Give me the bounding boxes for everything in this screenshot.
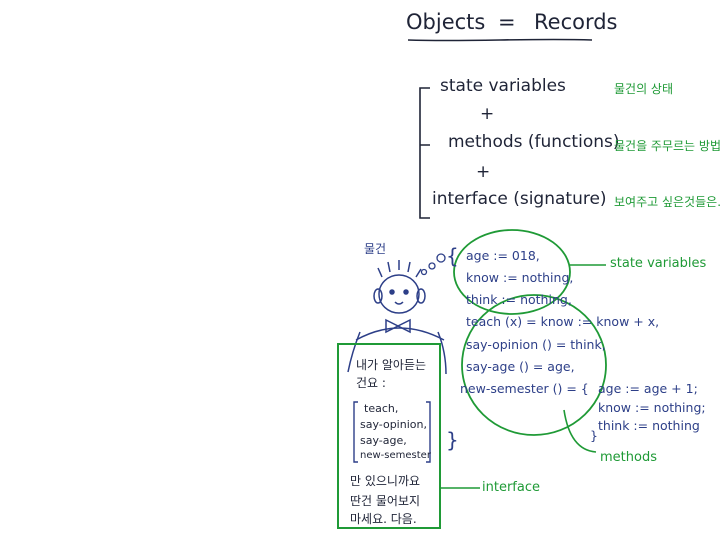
annotation-state-variables: state variables <box>610 256 706 271</box>
code-ns-age: age := age + 1; <box>598 381 698 396</box>
title-underline <box>408 39 592 40</box>
sign-header-1: 내가 알아듣는 <box>356 356 426 373</box>
thought-bubble-large <box>437 254 445 262</box>
sign-item-teach: teach, <box>364 402 398 415</box>
figure-label: 물건 <box>364 240 386 257</box>
thought-bubble-small <box>422 270 427 275</box>
code-ns-think: think := nothing <box>598 418 700 433</box>
code-say-opinion: say-opinion () = think, <box>466 337 606 352</box>
code-ns-know: know := nothing; <box>598 400 706 415</box>
component-plus-2: + <box>476 162 490 182</box>
sign-item-new-semester: new-semester <box>360 450 431 461</box>
code-age: age := 018, <box>466 248 540 263</box>
components-bracket <box>420 88 430 218</box>
component-interface: interface (signature) <box>432 189 607 209</box>
component-state-variables: state variables <box>440 76 566 96</box>
code-new-semester: new-semester () = { <box>460 381 589 396</box>
sign-footer-2: 딴건 물어보지 <box>350 492 420 509</box>
state-variables-note: 물건의 상태 <box>614 80 673 97</box>
sign-footer-1: 만 있으니까요 <box>350 472 420 489</box>
sign-list-bracket-left <box>354 402 358 462</box>
annotation-interface: interface <box>482 480 540 495</box>
code-think: think := nothing, <box>466 292 572 307</box>
code-ns-close: } <box>590 428 598 443</box>
code-know: know := nothing, <box>466 270 573 285</box>
methods-note: 물건을 주무르는 방법들 <box>614 137 720 154</box>
thought-close-brace: } <box>446 428 459 452</box>
title-records: Records <box>534 10 618 34</box>
code-say-age: say-age () = age, <box>466 359 575 374</box>
component-plus-1: + <box>480 104 494 124</box>
annotation-methods: methods <box>600 450 657 465</box>
title-objects: Objects <box>406 10 485 34</box>
sign-item-say-age: say-age, <box>360 434 407 447</box>
sign-footer-3: 마세요. 다음. <box>350 510 417 527</box>
thought-open-brace: { <box>446 244 459 268</box>
sign-item-say-opinion: say-opinion, <box>360 418 427 431</box>
sign-header-2: 건요 : <box>356 374 386 391</box>
component-methods: methods (functions) <box>448 132 619 152</box>
code-teach: teach (x) = know := know + x, <box>466 314 659 329</box>
title-equals: = <box>498 10 516 34</box>
interface-note: 보여주고 싶은것들은… <box>614 193 720 210</box>
thought-bubble-medium <box>429 263 435 269</box>
